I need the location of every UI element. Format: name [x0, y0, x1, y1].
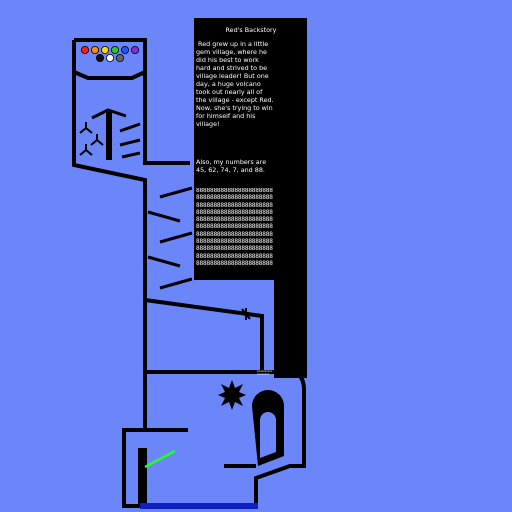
ramp-wall — [144, 298, 264, 372]
platform — [159, 277, 193, 290]
red-gem[interactable] — [81, 46, 90, 55]
water-floor — [140, 503, 258, 509]
platform — [159, 231, 193, 244]
numbers-text: Also, my numbers are 45, 62, 74, 7, and … — [196, 158, 269, 174]
gem-shelf — [73, 70, 146, 80]
spike-icon — [240, 308, 252, 320]
purple-gem[interactable] — [130, 46, 139, 55]
orange-gem[interactable] — [91, 46, 100, 55]
platform — [119, 122, 141, 133]
bottom-chamber-wall — [145, 370, 306, 505]
blue-gem[interactable] — [121, 46, 130, 55]
laser-beam — [144, 449, 176, 469]
gray-gem[interactable] — [116, 54, 125, 63]
spike-star-icon — [218, 380, 246, 410]
green-gem[interactable] — [111, 46, 120, 55]
gem-room-wall — [74, 38, 190, 165]
yellow-gem[interactable] — [101, 46, 110, 55]
platform — [119, 138, 141, 147]
white-gem[interactable] — [106, 54, 115, 63]
tiny-note: xxxxxxxxxx xxxxxxxx — [257, 370, 274, 376]
bottom-post — [138, 448, 147, 506]
spinner-icons — [79, 122, 104, 156]
gem-room-internals — [91, 108, 141, 160]
capsule-door — [252, 390, 284, 466]
backstory-title: Red's Backstory — [225, 26, 277, 34]
spinner-icon — [90, 134, 104, 146]
platform — [159, 186, 193, 199]
spinner-icon — [79, 144, 93, 156]
backstory-body: Red grew up in a little gem village, whe… — [196, 40, 274, 128]
filler-text: 8888888888888888888888 88888888888888888… — [196, 188, 273, 267]
shaft-platforms — [147, 186, 193, 290]
panel-pillar — [274, 18, 307, 378]
level-walls — [72, 38, 306, 508]
left-shaft-wall — [72, 40, 147, 372]
platform — [147, 255, 181, 268]
platform — [121, 151, 141, 159]
pillar-cap — [91, 108, 127, 120]
spinner-icon — [79, 122, 93, 134]
central-pillar — [106, 112, 112, 160]
bottom-left-wall — [122, 372, 147, 508]
platform — [147, 210, 181, 223]
black-gem[interactable] — [96, 54, 105, 63]
